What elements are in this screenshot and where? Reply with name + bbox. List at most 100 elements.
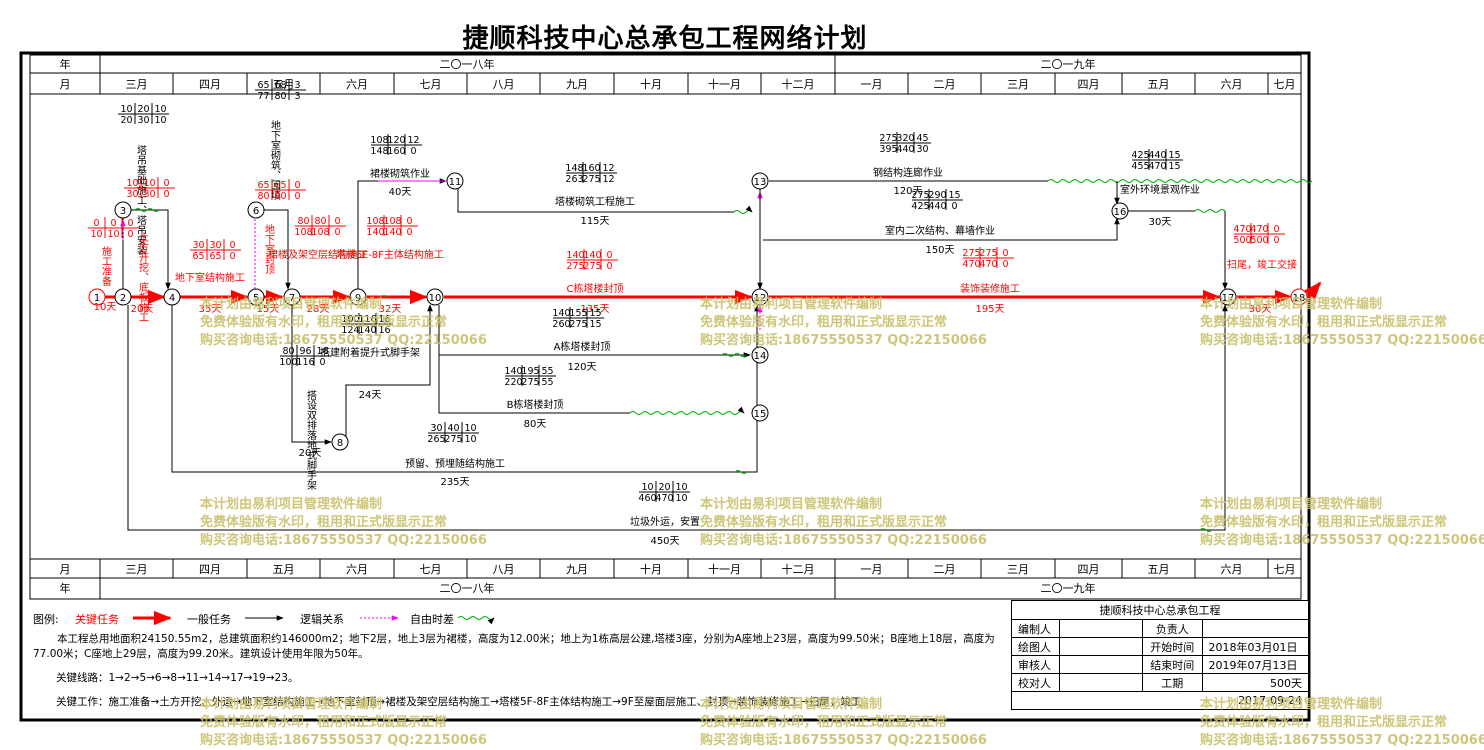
task-duration: 115天 <box>580 216 609 227</box>
legend-logic-label: 逻辑关系 <box>300 613 344 626</box>
task-time: 15 <box>589 319 601 330</box>
critical-work: 关键工作：施工准备→土方开挖、外运→地下室结构施工→地下室封顶→裙楼及架空层结构… <box>56 696 862 708</box>
month-label-bottom: 八月 <box>493 563 515 576</box>
month-label-bottom: 十二月 <box>782 562 815 576</box>
info-label: 开始时间 <box>1142 637 1203 656</box>
legend-label: 图例: <box>33 613 59 626</box>
task-time: 108 <box>383 216 401 227</box>
task-time: 16 <box>378 314 390 325</box>
task-duration: 235天 <box>440 477 469 488</box>
node-label: 3 <box>120 206 126 217</box>
task-duration: 80天 <box>524 419 547 430</box>
info-value: 2019年07月13日 <box>1201 655 1310 674</box>
node-7: 7 <box>283 288 301 306</box>
node-label: 6 <box>253 206 259 217</box>
month-label: 六月 <box>346 78 368 91</box>
task-duration: 135天 <box>580 304 609 315</box>
normal-tasks <box>122 178 1228 531</box>
node-label: 1 <box>94 293 100 304</box>
task-time: 30 <box>916 144 928 155</box>
info-label: 编制人 <box>1010 619 1061 638</box>
task-name: B栋塔楼封顶 <box>507 398 564 411</box>
task-time: 10 <box>675 482 687 493</box>
month-label-bottom: 五月 <box>273 563 295 576</box>
legend-critical-label: 关键任务 <box>75 613 119 626</box>
task-time: 16 <box>378 325 390 336</box>
task-time: 116 <box>296 357 314 368</box>
task-time: 0 <box>410 146 416 157</box>
critical-path <box>104 281 1322 305</box>
task-time: 140 <box>583 250 601 261</box>
task-time: 460 <box>638 493 656 504</box>
task-name: 装饰装修施工 <box>960 282 1020 295</box>
month-label-bottom: 二月 <box>934 563 956 576</box>
task-time: 440 <box>928 201 946 212</box>
task-time: 140 <box>504 366 522 377</box>
node-6: 6 <box>247 201 265 219</box>
task-time: 0 <box>319 357 325 368</box>
task-time: 275 <box>583 261 601 272</box>
task-time: 425 <box>1131 150 1149 161</box>
task-time: 220 <box>504 377 522 388</box>
task-time: 10 <box>464 423 476 434</box>
month-label: 四月 <box>1078 78 1100 91</box>
task-time: 3 <box>294 91 300 102</box>
task-time: 30 <box>137 115 149 126</box>
task-name: 搭设双排落地式脚手架 <box>305 389 317 491</box>
watermark: 本计划由易利项目管理软件编制免费体验版有水印，租用和正式版显示正常购买咨询电话:… <box>1200 297 1484 348</box>
task-duration: 32天 <box>379 304 402 315</box>
task-duration: 120天 <box>567 362 596 373</box>
task-time: 77 <box>257 91 269 102</box>
month-label-bottom: 三月 <box>1007 563 1029 576</box>
task-time: 470 <box>1148 161 1166 172</box>
node-label: 18 <box>1293 293 1306 304</box>
task-duration: 28天 <box>307 304 330 315</box>
node-label: 10 <box>429 293 442 304</box>
node-label: 2 <box>120 293 126 304</box>
node-3: 3 <box>114 201 132 219</box>
task-time: 80 <box>282 346 294 357</box>
task-time: 12 <box>602 163 614 174</box>
task-time: 10 <box>107 229 119 240</box>
task-time: 0 <box>606 261 612 272</box>
task-time: 15 <box>1168 150 1180 161</box>
month-label-bottom: 十一月 <box>708 562 741 576</box>
node-4: 4 <box>163 288 181 306</box>
node-13: 13 <box>751 172 769 190</box>
task-time: 116 <box>358 314 376 325</box>
node-11: 11 <box>446 172 464 190</box>
task-time: 10 <box>143 178 155 189</box>
task-time: 10 <box>90 229 102 240</box>
task-time: 455 <box>1131 161 1149 172</box>
task-name: 地下室结构施工 <box>175 271 245 284</box>
task-name: 搭建附着提升式脚手架 <box>320 346 420 359</box>
watermark: 本计划由易利项目管理软件编制免费体验版有水印，租用和正式版显示正常购买咨询电话:… <box>200 497 487 548</box>
info-label: 审核人 <box>1010 655 1061 674</box>
task-time: 275 <box>566 261 584 272</box>
task-time: 440 <box>896 144 914 155</box>
month-label: 二月 <box>934 78 956 91</box>
page-title: 捷顺科技中心总承包工程网络计划 <box>462 24 868 54</box>
task-time: 140 <box>566 250 584 261</box>
node-9: 9 <box>349 288 367 306</box>
task-time: 140 <box>552 308 570 319</box>
month-label-bottom: 三月 <box>126 563 148 576</box>
task-time: 265 <box>427 434 445 445</box>
task-time: 275 <box>979 248 997 259</box>
node-18: 18 <box>1290 288 1308 306</box>
task-time: 0 <box>229 240 235 251</box>
month-label: 十月 <box>640 77 662 91</box>
task-name: 土方开挖、底板施工 <box>137 231 149 322</box>
